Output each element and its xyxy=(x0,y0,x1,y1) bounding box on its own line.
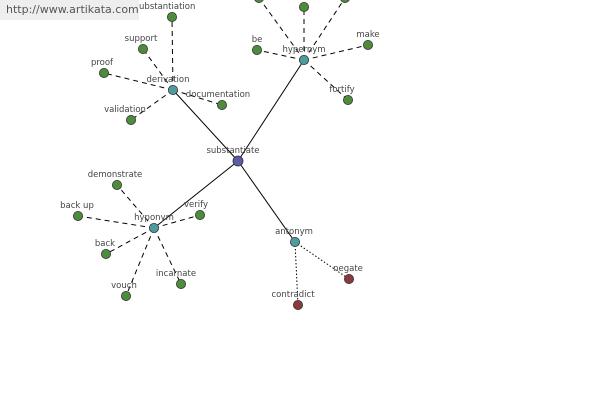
node-support[interactable] xyxy=(137,44,148,55)
label-antonym: antonym xyxy=(275,227,313,237)
label-demonstrate: demonstrate xyxy=(88,170,143,180)
edge-hyponym-demonstrate xyxy=(116,184,155,229)
site-url-banner[interactable]: http://www.artikata.com xyxy=(0,0,139,20)
edge-hypernym-hyp-top-1 xyxy=(259,0,305,61)
edge-derivation-proof xyxy=(103,72,174,91)
edge-hypernym-hyp-top-3 xyxy=(303,0,345,61)
node-documentation[interactable] xyxy=(216,100,227,111)
node-vouch[interactable] xyxy=(121,290,132,301)
label-negate: negate xyxy=(333,264,363,274)
edge-hyponym-vouch xyxy=(125,227,155,297)
node-validation[interactable] xyxy=(126,115,137,126)
node-hyp-top-2[interactable] xyxy=(298,2,309,12)
edge-hyponym-verify xyxy=(153,214,201,229)
label-contradict: contradict xyxy=(271,290,315,300)
label-support: support xyxy=(125,34,158,44)
node-substantiate[interactable] xyxy=(232,155,244,167)
node-derivation[interactable] xyxy=(167,85,178,96)
edge-hypernym-fortify xyxy=(303,59,349,101)
node-substantiation[interactable] xyxy=(166,11,177,22)
node-back-up[interactable] xyxy=(73,210,84,221)
node-back[interactable] xyxy=(101,248,112,259)
node-demonstrate[interactable] xyxy=(112,179,123,190)
node-proof[interactable] xyxy=(99,68,110,79)
edge-substantiate-antonym xyxy=(237,160,296,243)
edge-antonym-negate xyxy=(294,241,350,280)
label-back-up: back up xyxy=(60,201,94,211)
label-fortify: fortify xyxy=(329,85,354,95)
label-validation: validation xyxy=(104,105,146,115)
edge-substantiate-derivation xyxy=(172,89,239,162)
node-be[interactable] xyxy=(251,45,262,56)
edge-hyponym-back xyxy=(105,227,155,255)
node-hypernym[interactable] xyxy=(298,55,309,66)
label-back: back xyxy=(95,239,115,249)
node-fortify[interactable] xyxy=(342,95,353,106)
node-verify[interactable] xyxy=(194,209,205,220)
edge-substantiate-hyponym xyxy=(153,160,239,229)
node-hyponym[interactable] xyxy=(148,222,159,233)
edge-hyponym-back-up xyxy=(77,215,155,229)
node-antonym[interactable] xyxy=(289,236,300,247)
label-incarnate: incarnate xyxy=(156,269,196,279)
node-hyp-top-3[interactable] xyxy=(340,0,350,3)
node-negate[interactable] xyxy=(343,273,354,284)
edge-hypernym-make xyxy=(303,44,369,61)
edge-derivation-substantiation xyxy=(171,16,174,91)
label-substantiate: substantiate xyxy=(206,146,259,156)
nodes-layer xyxy=(73,0,373,310)
label-derivation: derivation xyxy=(146,75,189,85)
edge-hypernym-be xyxy=(256,49,305,61)
labels-layer: substantiate derivation substantiation supp… xyxy=(60,2,380,300)
label-hyponym: hyponym xyxy=(134,213,174,223)
label-be: be xyxy=(252,35,263,45)
label-verify: verify xyxy=(184,200,208,210)
edge-hyponym-incarnate xyxy=(153,227,182,285)
label-proof: proof xyxy=(91,58,114,68)
label-substantiation: substantiation xyxy=(135,2,196,12)
node-make[interactable] xyxy=(362,40,373,51)
label-make: make xyxy=(356,30,379,40)
label-hypernym: hypernym xyxy=(282,45,325,55)
edge-substantiate-hypernym xyxy=(237,59,305,162)
node-hyp-top-1[interactable] xyxy=(254,0,264,3)
node-incarnate[interactable] xyxy=(175,278,186,289)
node-contradict[interactable] xyxy=(292,299,303,310)
label-documentation: documentation xyxy=(186,90,250,100)
label-vouch: vouch xyxy=(111,281,137,291)
edge-antonym-contradict xyxy=(294,241,299,306)
edges-layer xyxy=(77,0,369,306)
